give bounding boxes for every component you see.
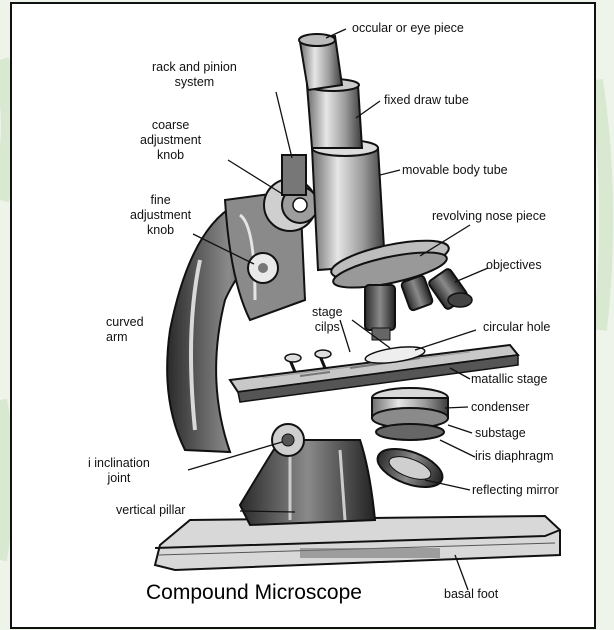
label-stage-clips: stage cilps: [312, 305, 343, 335]
label-coarse-knob: coarse adjustment knob: [140, 118, 201, 163]
rack-housing-part: [282, 155, 306, 195]
label-objectives: objectives: [486, 258, 542, 273]
label-fixed-draw-tube: fixed draw tube: [384, 93, 469, 108]
vertical-pillar-part: [240, 440, 375, 525]
label-fine-knob: fine adjustment knob: [130, 193, 191, 238]
label-iris-diaphragm: iris diaphragm: [475, 449, 554, 464]
condenser-part: [372, 388, 448, 440]
label-condenser: condenser: [471, 400, 529, 415]
label-vertical-pillar: vertical pillar: [116, 503, 185, 518]
label-reflecting-mirror: reflecting mirror: [472, 483, 559, 498]
figure-caption: Compound Microscope: [146, 581, 362, 605]
label-substage: substage: [475, 426, 526, 441]
fine-knob-part: [248, 253, 278, 283]
label-movable-body-tube: movable body tube: [402, 163, 508, 178]
label-revolving-nose: revolving nose piece: [432, 209, 546, 224]
mirror-part: [373, 441, 448, 494]
label-eyepiece: occular or eye piece: [352, 21, 464, 36]
eyepiece-part: [299, 34, 342, 90]
label-basal-foot: basal foot: [444, 587, 498, 602]
label-circular-hole: circular hole: [483, 320, 550, 335]
inclination-joint-part: [272, 424, 304, 456]
basal-foot-part: [155, 516, 560, 570]
label-mechanical-stage: matallic stage: [471, 372, 547, 387]
label-rack-pinion: rack and pinion system: [152, 60, 237, 90]
label-inclination-joint: i inclination joint: [88, 456, 150, 486]
label-curved-arm: curved arm: [106, 315, 144, 345]
